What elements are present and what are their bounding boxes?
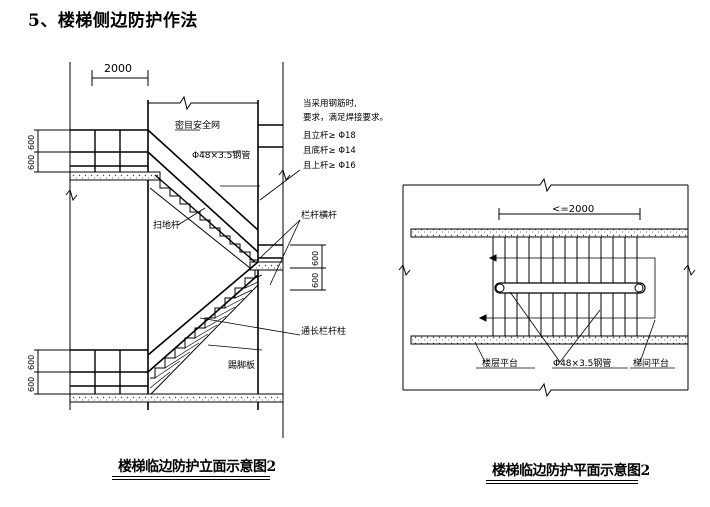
plan-bottom-slab [410,335,689,345]
upper-flight-soffit [149,187,251,269]
plan-bottom-break [539,382,688,398]
upper-handrail-low [154,174,256,263]
label-sweep-rod: 扫地杆 [153,219,180,231]
label-safety-net: 密目安全网 [175,119,220,131]
plan-caption-underline [486,480,638,481]
lower-flight-hatch [149,274,263,389]
upper-handrail-mid [147,151,259,253]
label-floor-platform: 楼层平台 [482,357,518,369]
label-plan-steel-pipe: Φ48×3.5钢管 [553,357,611,369]
note-line-1: 当采用钢筋时, [303,98,357,109]
plan-wall-break-left [398,263,411,277]
plan-wall-break-right [683,263,696,277]
lower-flight-soffit [149,284,259,396]
plan-top-slab [410,228,689,238]
dim-label-600-mid-b: 600 [311,273,320,288]
page-title: 5、楼梯侧边防护作法 [28,11,198,31]
lower-handrail-mid [147,274,259,373]
top-break-line [148,95,258,111]
note-line-2: 要求，满足焊接要求。 [303,112,388,123]
plan-dim-label: <=2000 [552,204,594,215]
pipe-end-left [495,283,505,293]
bottom-floor-slab [69,393,284,403]
plan-caption-underline-2 [486,483,638,484]
dim-label-600-top-b: 600 [27,155,36,170]
pipe-end-right [634,283,644,293]
dim-label-2000: 2000 [104,62,132,75]
note-line-3: 且立杆≥ Φ18 [303,130,356,141]
rebar-note: 当采用钢筋时, 要求，满足焊接要求。 且立杆≥ Φ18 且底杆≥ Φ14 且上杆… [303,98,388,171]
plan-caption: 楼梯临边防护平面示意图2 [492,463,650,479]
upper-handrail-top [147,129,259,231]
label-rail-post: 通长栏杆柱 [301,325,346,337]
wall-break-mark [65,188,78,202]
top-floor-slab [69,171,161,181]
label-toe-board: 踢脚板 [228,359,255,371]
dim-label-600-mid-a: 600 [311,251,320,266]
label-landing-platform: 梯间平台 [633,357,669,369]
lower-handrail-top [147,261,259,356]
plan-top-break [539,177,688,193]
elevation-caption-underline [112,476,270,477]
label-rail-bar: 栏杆横杆 [301,209,337,221]
elevation-drawing [34,62,326,438]
upper-flight-steps [150,179,258,261]
plan-guard-pipe [494,282,646,294]
landing-slab [249,261,284,271]
elevation-caption: 楼梯临边防护立面示意图2 [118,459,276,475]
dim-label-600-top-a: 600 [27,135,36,150]
dim-label-600-bot-b: 600 [27,377,36,392]
wall-break-mark-right [278,168,291,182]
plan-walk-line [480,257,656,319]
plan-drawing [398,177,696,398]
label-steel-pipe: Φ48×3.5钢管 [192,149,250,161]
note-line-4: 且底杆≥ Φ14 [303,145,356,156]
note-line-5: 且上杆≥ Φ16 [303,160,356,171]
dim-label-600-bot-a: 600 [27,355,36,370]
elevation-caption-underline-2 [112,479,270,480]
